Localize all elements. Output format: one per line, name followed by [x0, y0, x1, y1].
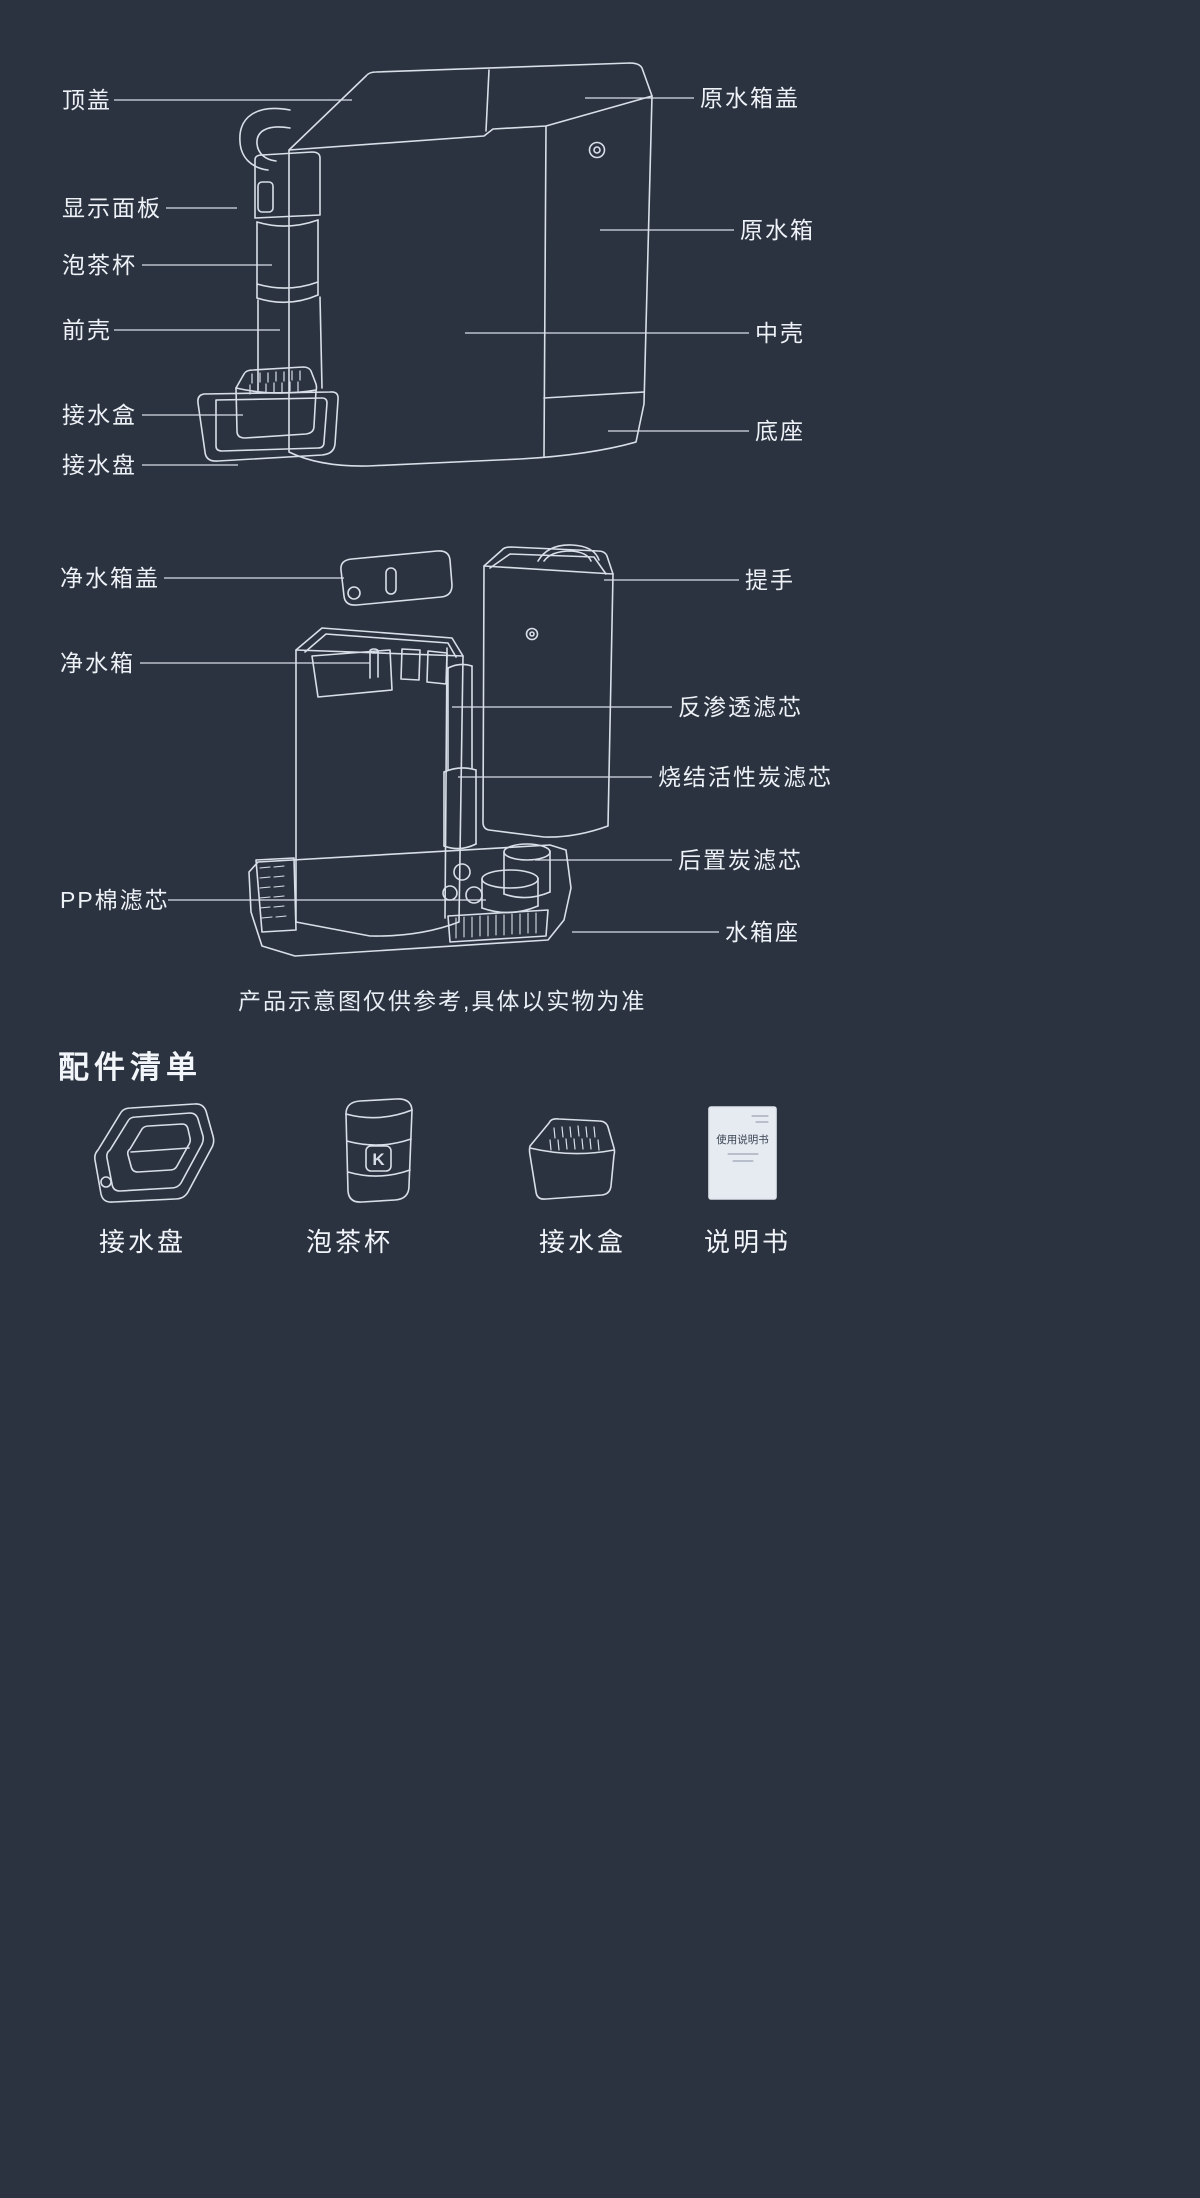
- post-carbon-filter-drawing: [503, 843, 551, 899]
- machine-body-outline: [288, 62, 653, 467]
- label-pp-cotton-filter: PP棉滤芯: [60, 887, 170, 913]
- ro-filter-drawing: [447, 663, 473, 771]
- accessory-label-tea-cup: 泡茶杯: [306, 1227, 394, 1257]
- manual-title-text: 使用说明书: [716, 1133, 769, 1146]
- label-display-panel: 显示面板: [62, 195, 162, 221]
- label-water-box: 接水盒: [62, 402, 137, 428]
- label-pure-tank-lid: 净水箱盖: [60, 565, 160, 591]
- label-post-carbon-filter: 后置炭滤芯: [678, 847, 803, 873]
- dispenser-head-drawing: [254, 151, 321, 219]
- label-raw-tank: 原水箱: [740, 217, 815, 243]
- disclaimer-text: 产品示意图仅供参考,具体以实物为准: [238, 988, 647, 1014]
- label-tank-base: 水箱座: [725, 919, 800, 945]
- accessories-title: 配件清单: [58, 1050, 202, 1085]
- pure-tank-body-drawing: [295, 627, 464, 937]
- label-base: 底座: [755, 418, 805, 444]
- handle-drawing: [537, 544, 600, 562]
- accessory-label-manual: 说明书: [704, 1227, 792, 1257]
- tea-cup-drawing: [256, 219, 319, 304]
- cup-logo-badge: [365, 1145, 392, 1172]
- drip-tray-drawing: [197, 391, 339, 462]
- accessory-label-water-box: 接水盒: [539, 1227, 627, 1257]
- water-box-drawing: [235, 366, 318, 439]
- tank-base-drawing: [248, 844, 572, 957]
- label-middle-shell: 中壳: [755, 320, 805, 346]
- leader-lines-assembled: [114, 97, 749, 466]
- accessories-icons: K 使用说明书: [94, 1098, 777, 1203]
- drip-tray-icon: [94, 1103, 215, 1203]
- cup-logo-text: K: [372, 1150, 385, 1169]
- label-tea-cup: 泡茶杯: [62, 252, 137, 278]
- manual-icon: 使用说明书: [708, 1106, 777, 1200]
- raw-tank-drawing: [482, 544, 614, 838]
- assembled-machine-drawing: [197, 62, 653, 467]
- front-shell-drawing: [257, 296, 323, 391]
- label-ro-filter: 反渗透滤芯: [678, 694, 803, 720]
- pure-tank-lid-drawing: [340, 550, 453, 606]
- tea-cup-icon: K: [345, 1098, 413, 1203]
- leader-lines-exploded: [140, 577, 739, 933]
- label-front-shell: 前壳: [62, 317, 112, 343]
- label-handle: 提手: [745, 567, 795, 593]
- label-pure-tank: 净水箱: [60, 650, 135, 676]
- label-drip-tray: 接水盘: [62, 452, 137, 478]
- water-box-icon: [528, 1118, 616, 1200]
- tank-hole-icon: [588, 141, 606, 159]
- label-sintered-carbon-filter: 烧结活性炭滤芯: [658, 764, 833, 790]
- label-top-cover: 顶盖: [62, 87, 112, 113]
- exploded-machine-drawing: [248, 544, 614, 957]
- label-raw-tank-lid: 原水箱盖: [700, 85, 800, 111]
- spout-drawing: [239, 107, 291, 171]
- display-panel-drawing: [257, 181, 274, 213]
- sintered-carbon-filter-drawing: [443, 767, 477, 850]
- accessory-label-drip-tray: 接水盘: [99, 1227, 187, 1257]
- pp-cotton-filter-drawing: [481, 869, 539, 914]
